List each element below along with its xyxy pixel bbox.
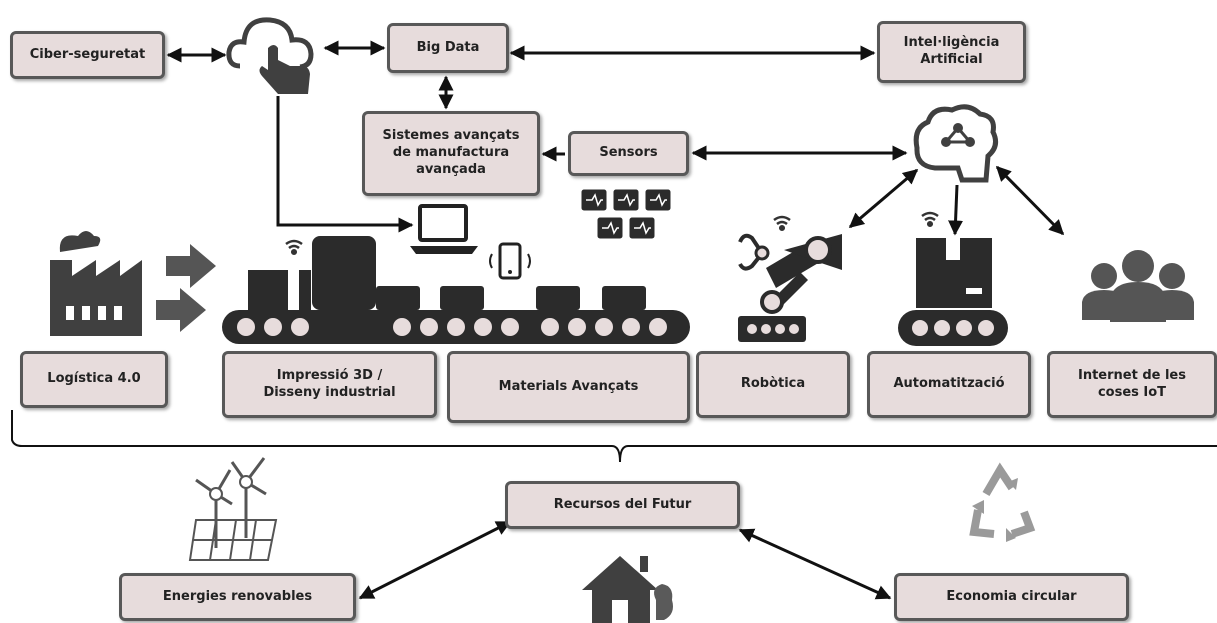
node-big-data: Big Data	[387, 23, 509, 73]
wifi-icon	[285, 211, 939, 256]
arrow-brain-auto	[948, 184, 964, 236]
bracket	[11, 410, 1217, 463]
node-sistemes-avancats: Sistemes avançats de manufactura avançad…	[362, 111, 540, 196]
arrow-right-icon	[156, 244, 216, 332]
factory-icon	[50, 231, 142, 336]
arrow-brain-robot	[848, 168, 919, 229]
node-automatitzacio: Automatització	[867, 351, 1031, 418]
conveyor-belt-icon	[222, 236, 690, 344]
node-materials-avancats: Materials Avançats	[447, 351, 690, 423]
people-group-icon	[1082, 250, 1194, 322]
node-ciberseguretat: Ciber-seguretat	[10, 31, 165, 79]
package-conveyor-icon	[898, 238, 1008, 346]
node-internet-coses: Internet de les coses IoT	[1047, 351, 1217, 418]
robot-arm-icon	[738, 233, 842, 342]
house-tree-icon	[582, 556, 673, 623]
node-intelligencia-artificial: Intel·ligència Artificial	[877, 21, 1026, 83]
wind-solar-icon	[188, 457, 278, 561]
recycle-icon	[969, 462, 1036, 542]
connectors	[11, 40, 1217, 600]
node-logistica: Logística 4.0	[20, 351, 168, 408]
chips-icon	[581, 189, 671, 239]
arrow-recursos-economia	[738, 528, 892, 600]
node-robotica: Robòtica	[696, 351, 850, 418]
node-energies-renovables: Energies renovables	[119, 573, 356, 621]
cloud-touch-icon	[226, 17, 314, 94]
node-economia-circular: Economia circular	[894, 573, 1129, 621]
arrow-recursos-energies	[358, 520, 512, 600]
arrow-cloud-laptop	[276, 96, 414, 233]
node-recursos-futur: Recursos del Futur	[505, 481, 740, 529]
node-impressio-3d: Impressió 3D / Disseny industrial	[222, 351, 437, 418]
laptop-icon	[410, 204, 478, 254]
arrow-brain-iot	[995, 165, 1065, 236]
brain-network-icon	[913, 104, 999, 183]
smartphone-icon	[489, 242, 531, 280]
node-sensors: Sensors	[568, 131, 689, 176]
